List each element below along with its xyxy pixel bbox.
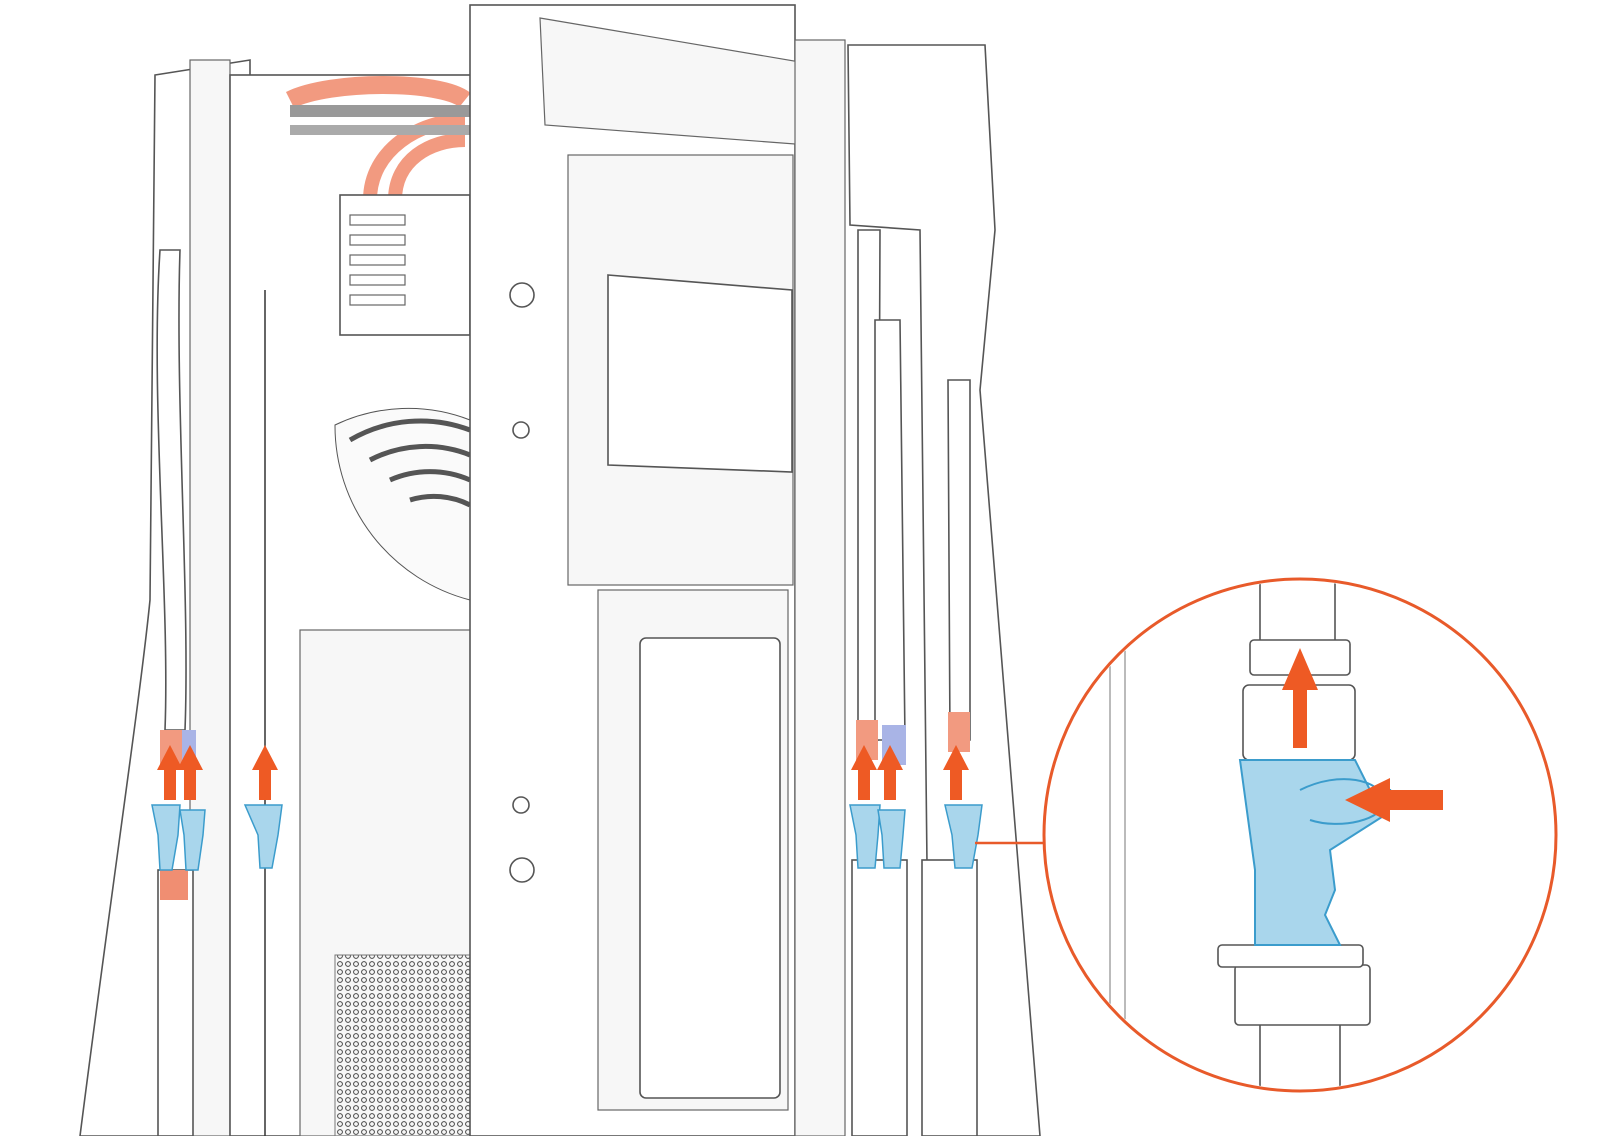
left-housing <box>79 59 476 1136</box>
arrow-up-icon <box>877 745 903 800</box>
arrows <box>157 745 969 800</box>
arrow-left-icon <box>1345 778 1443 822</box>
valve-icon <box>877 809 906 869</box>
valves <box>151 804 983 871</box>
center-panel <box>469 4 809 1136</box>
arrow-up-icon <box>851 745 877 800</box>
right-housing <box>157 39 1041 1136</box>
valve-icon <box>243 804 283 869</box>
arrow-up-icon <box>177 745 203 800</box>
detail-callout <box>975 577 1558 1093</box>
arrow-up-icon <box>252 745 278 800</box>
valve-icon <box>849 804 881 869</box>
arrow-up-icon <box>1282 648 1318 748</box>
valve-icon <box>944 804 983 869</box>
arrow-up-icon <box>943 745 969 800</box>
arrow-up-icon <box>157 745 183 800</box>
valve-icon <box>1238 759 1392 946</box>
valve-icon <box>151 804 181 871</box>
valve-icon <box>179 809 206 871</box>
